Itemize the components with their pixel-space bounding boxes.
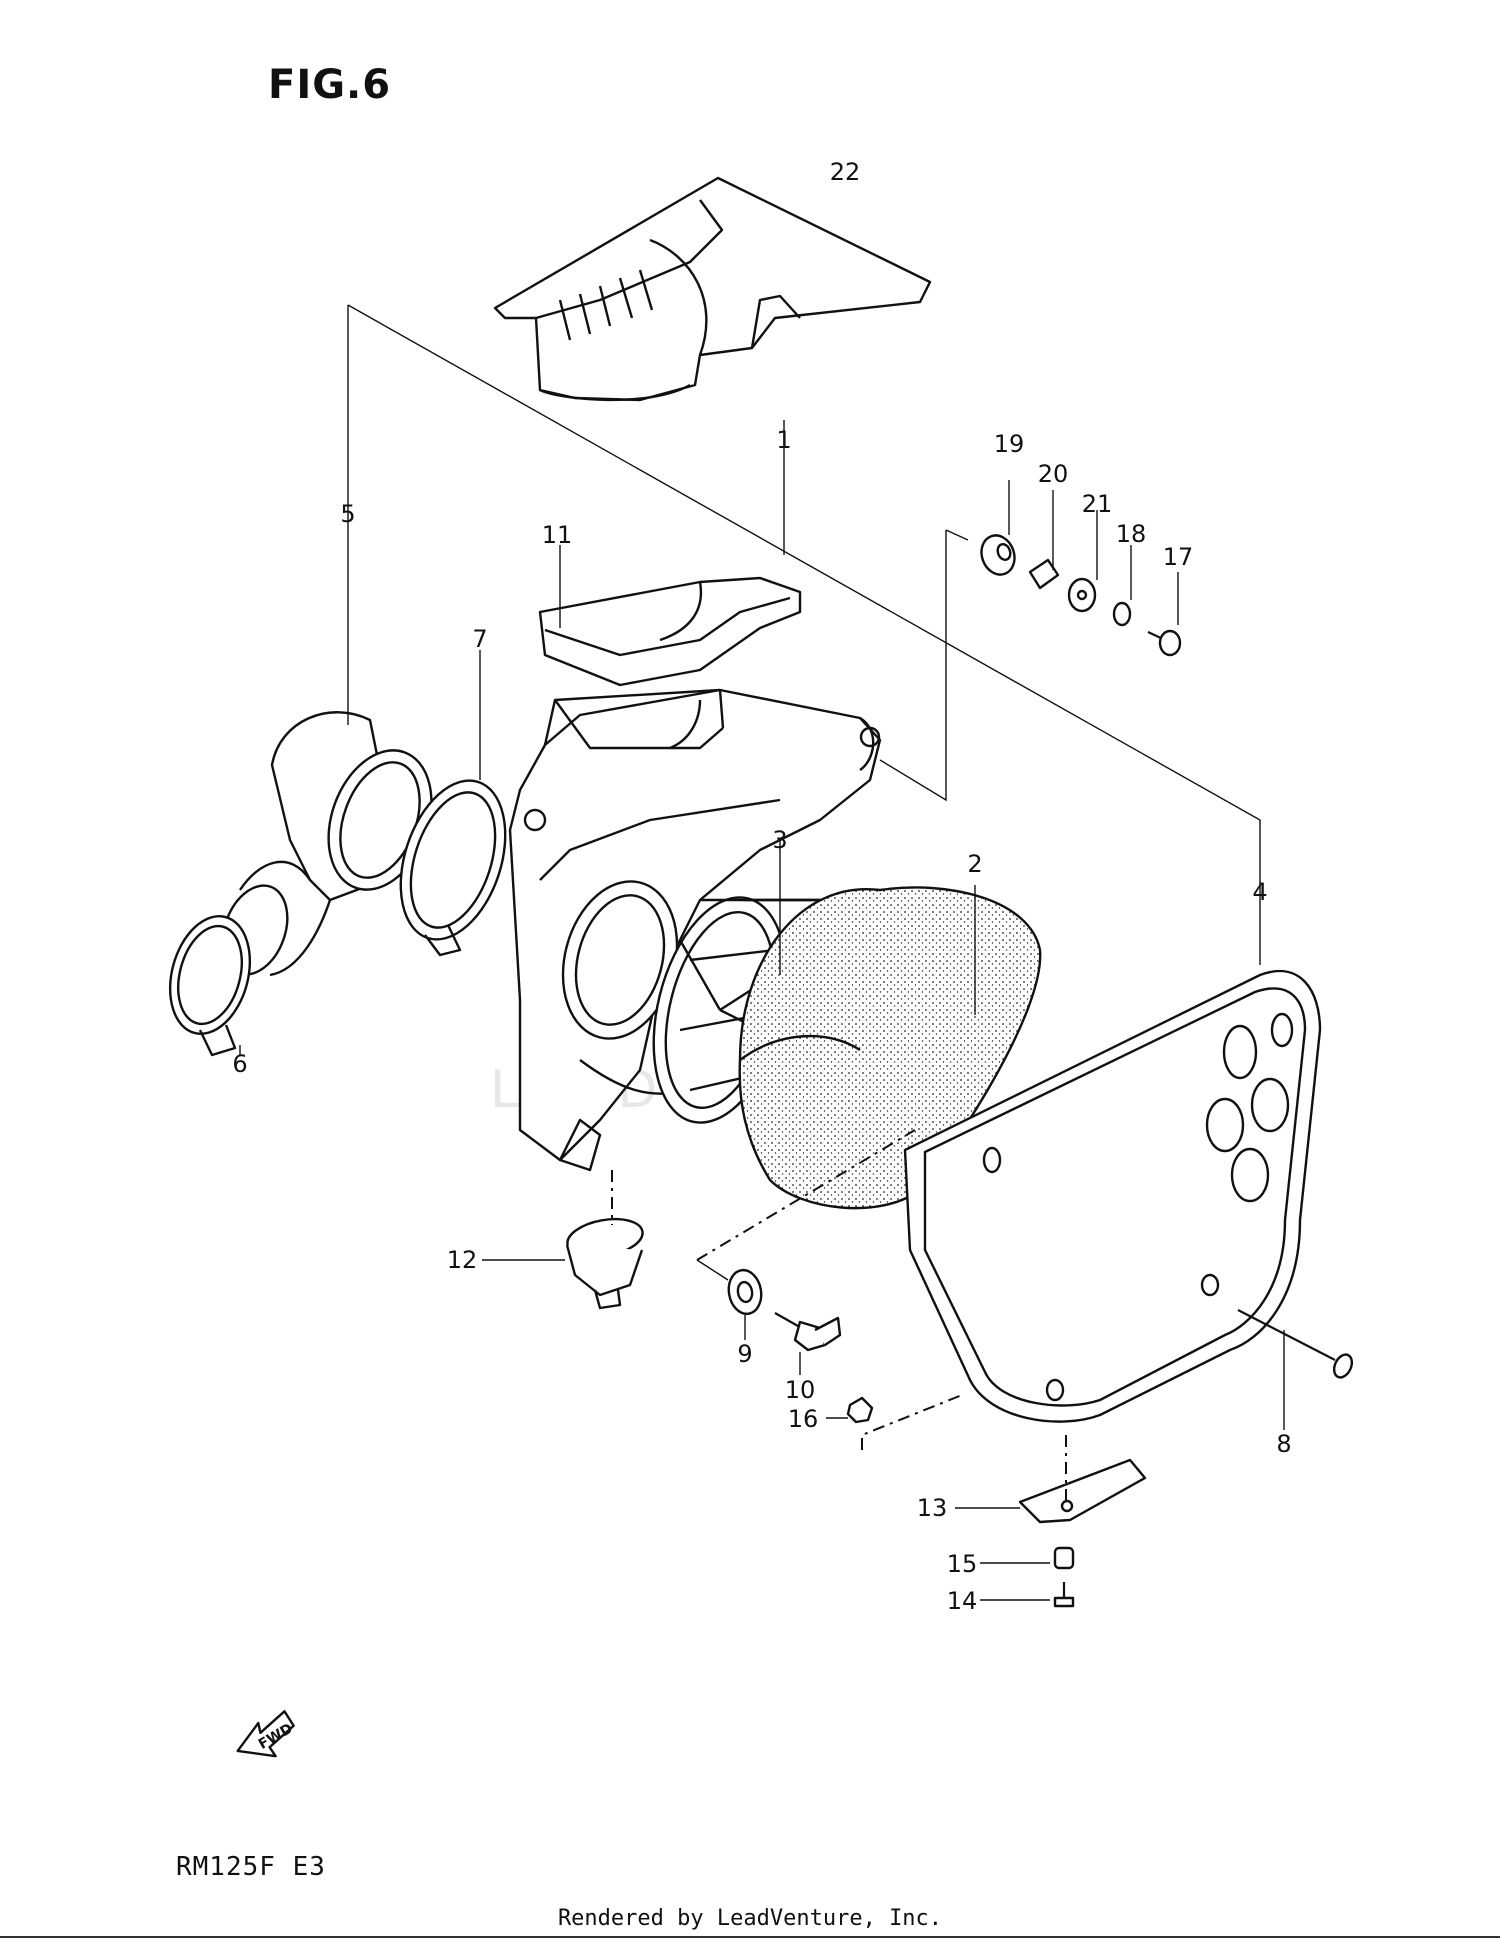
part-7-clamp-ring	[399, 779, 507, 957]
render-credit: Rendered by LeadVenture, Inc.	[557, 1906, 943, 1931]
bottom-rule	[0, 1936, 1500, 1938]
part-label-20: 20	[1038, 460, 1069, 488]
part-1-air-cleaner-case	[508, 688, 882, 1172]
part-label-17: 17	[1163, 543, 1194, 571]
part-13-bracket-plate	[1018, 1458, 1147, 1524]
part-label-10: 10	[785, 1376, 816, 1404]
leader-lines	[239, 304, 1285, 1601]
part-12-drain-cap	[565, 1217, 644, 1310]
part-label-15: 15	[947, 1550, 978, 1578]
part-19-grommet	[980, 534, 1016, 576]
part-label-2: 2	[967, 850, 982, 878]
part-9-washer	[727, 1268, 763, 1316]
part-label-11: 11	[542, 521, 573, 549]
fwd-arrow: FWD	[236, 1710, 296, 1758]
part-16-nut	[846, 1396, 874, 1424]
part-10-wing-bolt	[774, 1312, 842, 1352]
part-label-13: 13	[917, 1494, 948, 1522]
part-21-washer	[1067, 577, 1097, 613]
part-14-screw	[1053, 1582, 1075, 1608]
part-6-hose-clamp	[168, 915, 252, 1057]
part-label-4: 4	[1252, 878, 1267, 906]
part-20-collar	[1028, 558, 1060, 590]
part-22-shroud	[493, 176, 932, 402]
part-18-lock-washer	[1112, 601, 1132, 627]
part-label-12: 12	[447, 1246, 478, 1274]
part-label-6: 6	[232, 1050, 247, 1078]
part-label-9: 9	[737, 1340, 752, 1368]
model-code: RM125F E3	[176, 1852, 326, 1882]
part-label-5: 5	[340, 500, 355, 528]
part-label-19: 19	[994, 430, 1025, 458]
part-label-16: 16	[788, 1405, 819, 1433]
part-label-7: 7	[472, 625, 487, 653]
part-label-22: 22	[830, 158, 861, 186]
part-label-14: 14	[947, 1587, 978, 1615]
part-label-1: 1	[776, 426, 791, 454]
part-11-seal	[538, 576, 802, 687]
part-8-long-bolt	[1237, 1309, 1354, 1379]
part-number-labels: 22 1 19 20 21 18 17 5 11 7 3 2 4 6 12 9 …	[232, 158, 1291, 1615]
part-label-21: 21	[1082, 490, 1113, 518]
part-2-foam-element	[738, 886, 1042, 1210]
part-label-8: 8	[1276, 1430, 1291, 1458]
part-17-screw	[1147, 629, 1182, 657]
figure-title: FIG.6	[268, 62, 392, 108]
part-label-18: 18	[1116, 520, 1147, 548]
part-label-3: 3	[772, 826, 787, 854]
part-15-collar	[1053, 1546, 1075, 1570]
